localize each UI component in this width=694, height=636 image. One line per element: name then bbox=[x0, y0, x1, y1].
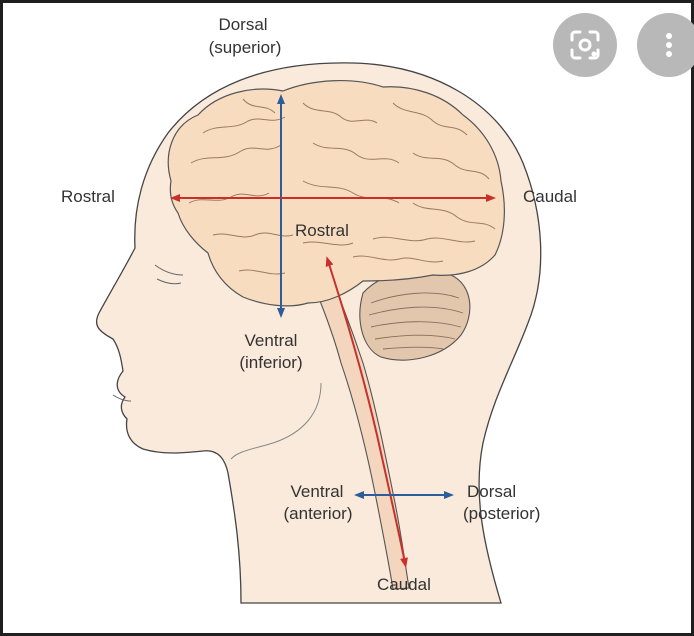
label-dorsal-low: Dorsal bbox=[467, 482, 517, 501]
eye bbox=[154, 264, 184, 285]
image-canvas: Dorsal (superior) Rostral Caudal Rostral… bbox=[3, 3, 691, 633]
label-rostral-left: Rostral bbox=[61, 187, 115, 206]
label-anterior: (anterior) bbox=[283, 504, 353, 523]
more-options-button[interactable] bbox=[637, 13, 694, 77]
label-dorsal-top: Dorsal bbox=[218, 15, 268, 34]
label-ventral-low: Ventral bbox=[290, 482, 344, 501]
label-caudal-right: Caudal bbox=[523, 187, 577, 206]
lens-icon bbox=[570, 30, 600, 60]
brainstem-axis-arrow bbox=[325, 256, 408, 568]
label-posterior: (posterior) bbox=[463, 504, 541, 523]
lens-search-button[interactable] bbox=[553, 13, 617, 77]
label-inferior: (inferior) bbox=[239, 353, 303, 372]
label-rostral-center: Rostral bbox=[295, 221, 349, 240]
mouth bbox=[112, 394, 132, 402]
label-superior: (superior) bbox=[208, 38, 282, 57]
more-vertical-icon bbox=[666, 33, 672, 57]
label-caudal-bottom: Caudal bbox=[377, 575, 431, 594]
label-ventral-mid: Ventral bbox=[244, 331, 298, 350]
jaw-line bbox=[230, 382, 322, 460]
cerebrum bbox=[167, 80, 505, 307]
brain-orientation-diagram bbox=[95, 62, 542, 604]
